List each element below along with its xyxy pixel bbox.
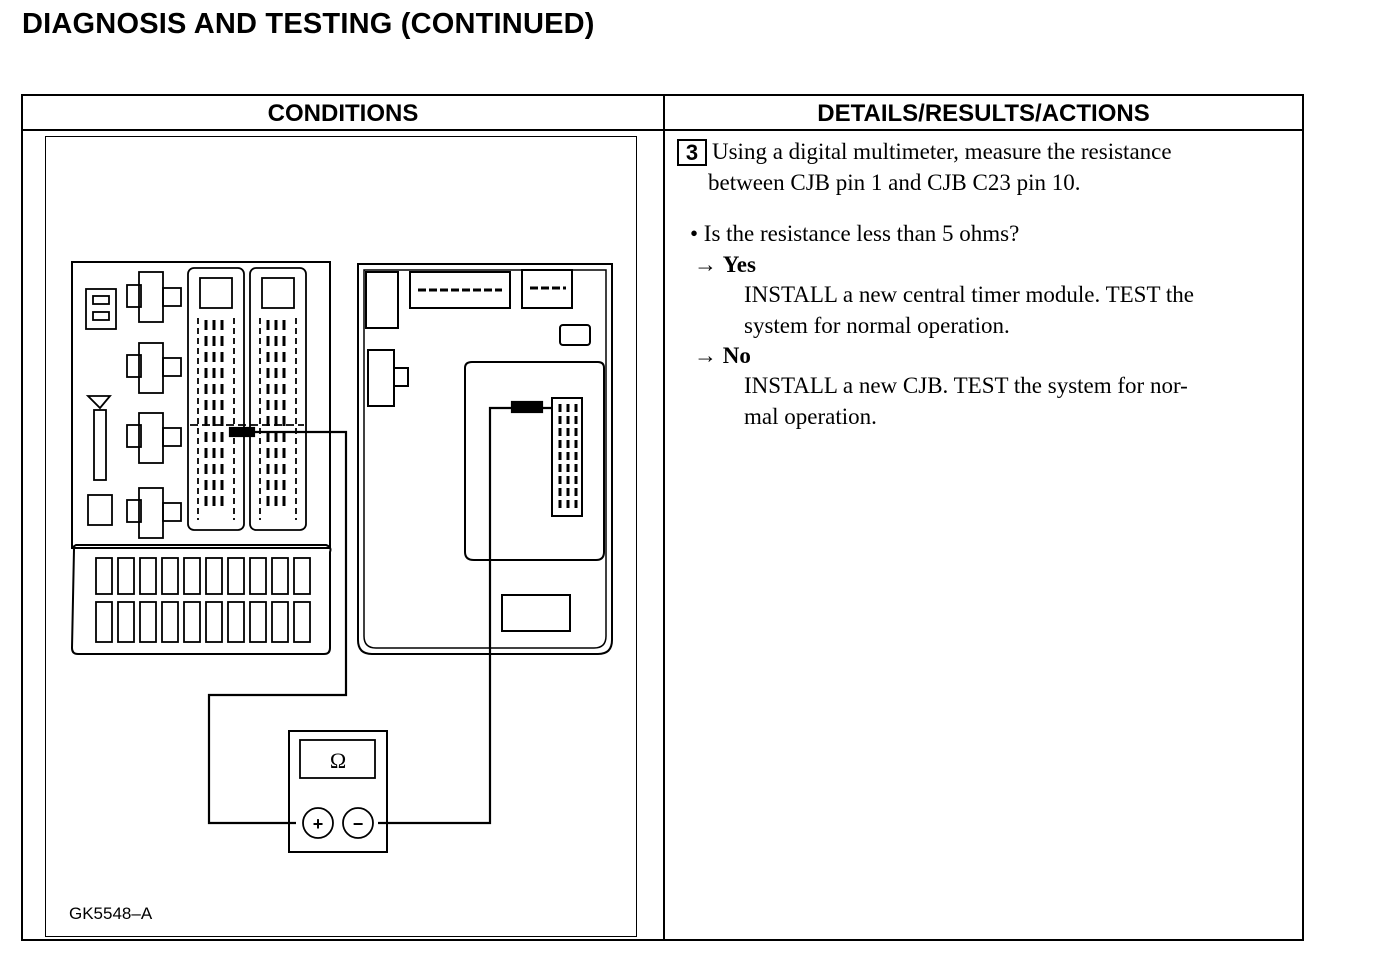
no-action-line-2: mal operation. bbox=[744, 404, 877, 429]
test-leads bbox=[207, 400, 552, 825]
header-rule bbox=[23, 129, 1302, 131]
yes-label: Yes bbox=[722, 252, 756, 277]
cjb-housing bbox=[70, 261, 332, 655]
details-header: DETAILS/RESULTS/ACTIONS bbox=[817, 100, 1150, 127]
instruction-line-1: Using a digital multimeter, measure the … bbox=[712, 139, 1172, 164]
instruction-line-2: between CJB pin 1 and CJB C23 pin 10. bbox=[708, 170, 1081, 195]
multimeter bbox=[288, 730, 388, 853]
no-action-line-1: INSTALL a new CJB. TEST the system for n… bbox=[744, 373, 1188, 398]
step-number: 3 bbox=[677, 139, 707, 166]
yes-branch-label: → Yes bbox=[694, 249, 756, 280]
timer-module-housing bbox=[357, 263, 613, 655]
question-bullet: • Is the resistance less than 5 ohms? bbox=[690, 221, 1020, 246]
cjb-connectors bbox=[187, 267, 307, 531]
figure-frame bbox=[45, 136, 637, 937]
arrow-right-icon: → bbox=[694, 343, 723, 368]
meter-plus-terminal: + bbox=[313, 814, 324, 834]
conditions-header: CONDITIONS bbox=[267, 100, 419, 127]
yes-action-line-2: system for normal operation. bbox=[744, 313, 1010, 338]
no-label: No bbox=[722, 343, 751, 368]
diagnosis-table: CONDITIONS DETAILS/RESULTS/ACTIONS bbox=[21, 94, 1304, 941]
column-divider bbox=[663, 96, 665, 939]
relay-sockets bbox=[85, 271, 182, 539]
yes-action-line-1: INSTALL a new central timer module. TEST… bbox=[744, 282, 1194, 307]
no-branch-label: → No bbox=[694, 340, 751, 371]
meter-ohm-symbol: Ω bbox=[330, 748, 346, 773]
fuse-panel bbox=[95, 557, 311, 643]
figure-id: GK5548–A bbox=[69, 904, 153, 923]
page-title: DIAGNOSIS AND TESTING (CONTINUED) bbox=[22, 8, 595, 40]
meter-minus-terminal: − bbox=[353, 814, 364, 834]
arrow-right-icon: → bbox=[694, 252, 723, 277]
